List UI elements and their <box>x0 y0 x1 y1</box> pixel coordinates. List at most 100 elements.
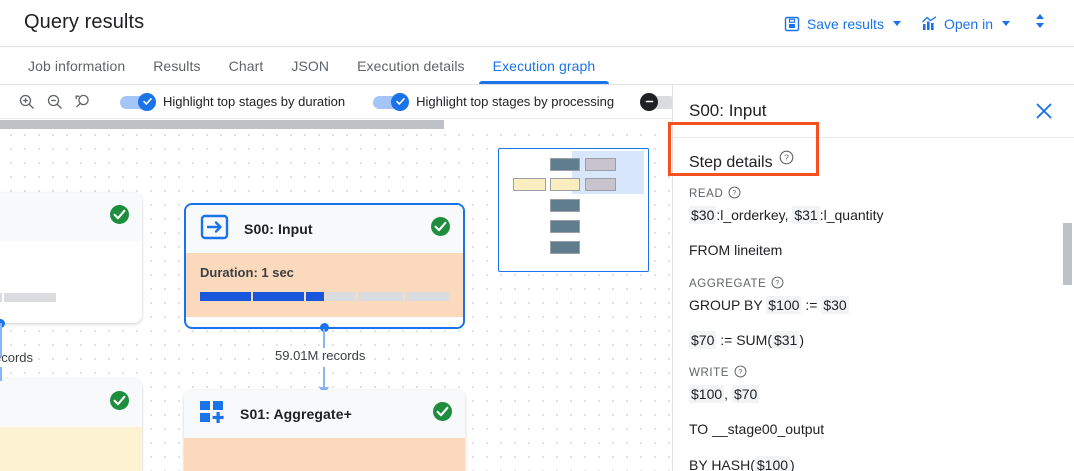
panel-title: S00: Input <box>689 101 767 120</box>
edge-line <box>0 367 2 381</box>
tab-execution-graph[interactable]: Execution graph <box>478 47 610 84</box>
detail-token: TO __stage00_output <box>689 421 825 438</box>
detail-keyword-label: WRITE <box>689 367 730 380</box>
panel-vertical-scroll-thumb[interactable] <box>1063 223 1072 285</box>
minimap-node <box>585 178 616 191</box>
panel-header: S00: Input <box>673 85 1074 137</box>
detail-keyword-label: READ <box>689 188 724 200</box>
edge-line <box>323 367 325 389</box>
detail-token: := SUM( <box>716 331 772 348</box>
aggregate-plus-icon <box>198 398 226 431</box>
detail-block-to: TO __stage00_output <box>689 419 1058 439</box>
graph-minimap[interactable] <box>498 148 649 272</box>
detail-keyword: READ ? <box>689 186 1058 202</box>
detail-keyword: WRITE ? <box>689 365 1058 381</box>
node-body: Duration: 1 sec <box>186 253 463 317</box>
panel-body: Step details ? READ ? <box>673 138 1074 471</box>
minimap-node <box>550 220 580 233</box>
save-results-button[interactable]: Save results <box>774 10 911 38</box>
step-details-label: Step details <box>689 154 773 171</box>
toggle-third-option[interactable] <box>628 92 672 111</box>
detail-token: $100 <box>689 385 725 404</box>
minimap-node <box>550 178 580 191</box>
detail-keyword: AGGREGATE ? <box>689 276 1058 292</box>
help-circle-icon[interactable]: ? <box>734 365 747 381</box>
detail-block-from: FROM lineitem <box>689 240 1058 260</box>
edge-label-records: 59.01M records <box>275 348 366 363</box>
node-title: S01: Aggregate+ <box>240 406 352 422</box>
node-body <box>0 427 142 471</box>
detail-token: ) <box>799 331 805 348</box>
svg-text:?: ? <box>733 188 738 197</box>
tab-bar: Job information Results Chart JSON Execu… <box>0 47 1074 85</box>
open-in-label: Open in <box>943 15 993 32</box>
graph-node-s01-aggregate[interactable]: S01: Aggregate+ <box>184 390 465 471</box>
zoom-out-icon[interactable] <box>46 93 64 111</box>
tab-results[interactable]: Results <box>153 57 201 74</box>
detail-line: BY HASH($100) <box>689 455 1058 471</box>
page-header: Query results Save results <box>0 0 1074 47</box>
toggle-label-processing: Highlight top stages by processing <box>416 94 615 109</box>
node-header: S00: Input <box>186 205 463 253</box>
chevron-down-icon <box>1002 21 1010 26</box>
help-circle-icon[interactable]: ? <box>779 150 794 170</box>
detail-token: $31 <box>771 330 800 349</box>
expand-collapse-button[interactable] <box>1020 5 1060 42</box>
detail-token: $70 <box>731 385 760 404</box>
chart-bar-icon <box>921 15 937 32</box>
svg-text:?: ? <box>776 278 781 287</box>
node-body <box>0 241 142 318</box>
step-details-heading: Step details ? <box>689 138 1058 186</box>
tab-chart[interactable]: Chart <box>228 57 264 74</box>
panel-divider <box>673 137 1074 138</box>
execution-graph-canvas[interactable]: ecords S00: Input <box>0 119 672 471</box>
close-icon[interactable] <box>1034 101 1054 126</box>
node-header <box>0 193 142 241</box>
toggle-switch-processing[interactable] <box>373 92 410 111</box>
zoom-reset-icon[interactable] <box>74 93 92 111</box>
open-in-button[interactable]: Open in <box>911 10 1020 38</box>
toggle-highlight-duration[interactable]: Highlight top stages by duration <box>106 92 359 111</box>
graph-horizontal-scrollbar[interactable] <box>0 119 672 130</box>
node-title: S00: Input <box>244 221 313 237</box>
detail-line: $30:l_orderkey, $31:l_quantity <box>689 205 1058 225</box>
edge-connector-dot <box>320 323 329 332</box>
detail-line: $100, $70 <box>689 384 1058 404</box>
detail-token: BY HASH( <box>689 456 755 471</box>
toggle-switch-third[interactable] <box>640 92 672 111</box>
detail-token: $100 <box>754 455 791 471</box>
toggle-switch-duration[interactable] <box>120 92 156 111</box>
detail-block-aggregate: AGGREGATE ? GROUP BY $100 := $30 <box>689 276 1058 315</box>
detail-token: $70 <box>689 330 717 349</box>
graph-node-partial-bottom[interactable] <box>0 379 142 471</box>
switch-knob <box>391 92 410 111</box>
edge-connector-dot <box>0 319 5 328</box>
detail-line: GROUP BY $100 := $30 <box>689 295 1058 315</box>
node-header: S01: Aggregate+ <box>184 390 465 438</box>
node-status-check-circle-icon <box>430 216 451 242</box>
help-circle-icon[interactable]: ? <box>771 276 784 292</box>
graph-toolbar: Highlight top stages by duration Highlig… <box>0 85 672 119</box>
graph-node-partial-top[interactable] <box>0 193 142 323</box>
toggle-highlight-processing[interactable]: Highlight top stages by processing <box>359 92 628 111</box>
minimap-node <box>513 178 546 191</box>
detail-token: $30 <box>821 295 849 314</box>
chevron-down-icon <box>892 21 901 26</box>
detail-token: $100 <box>766 295 802 314</box>
detail-line: TO __stage00_output <box>689 419 1058 439</box>
detail-keyword-label: AGGREGATE <box>689 277 767 290</box>
detail-token: , <box>724 386 732 403</box>
graph-node-s00-input[interactable]: S00: Input Duration: 1 sec <box>184 203 465 329</box>
minimap-node <box>550 199 580 212</box>
graph-horizontal-scroll-thumb[interactable] <box>0 120 444 129</box>
help-circle-icon[interactable]: ? <box>728 186 741 202</box>
minimap-node <box>585 158 616 171</box>
detail-token: $31 <box>792 206 820 224</box>
tab-execution-details[interactable]: Execution details <box>357 57 465 74</box>
tab-job-information[interactable]: Job information <box>28 57 126 74</box>
zoom-in-icon[interactable] <box>18 93 36 111</box>
tab-json[interactable]: JSON <box>291 57 330 74</box>
unfold-more-icon <box>1032 11 1048 36</box>
switch-knob <box>138 92 156 111</box>
